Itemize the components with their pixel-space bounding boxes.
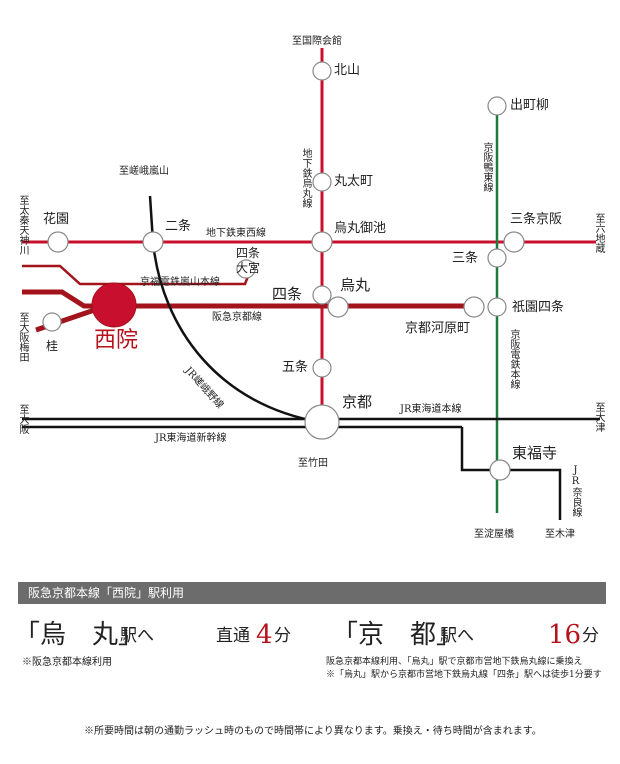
direction-osaka-umeda-label: 至大阪梅田: [17, 312, 28, 362]
line-karasuma-label: 地下鉄烏丸線: [300, 148, 311, 208]
dest1-station: 「烏 丸」: [14, 620, 145, 650]
station-marutamachi-label: 丸太町: [334, 174, 374, 189]
station-nijo-label: 二条: [165, 219, 192, 234]
station-marutamachi-marker[interactable]: [312, 172, 332, 192]
hankyu-line: [22, 289, 474, 309]
dest2-suffix: 駅へ: [440, 626, 474, 646]
route-map: [22, 48, 600, 520]
line-randen-label: 京福電鉄嵐山本線: [140, 277, 220, 288]
station-katsura-marker[interactable]: [42, 312, 62, 332]
station-shijo-omiya-marker[interactable]: [236, 259, 256, 279]
station-gojo-label: 五条: [282, 360, 309, 375]
direction-otsu-label: 至大津: [593, 402, 604, 432]
line-tokaido-main-label: JR東海道本線: [400, 404, 462, 415]
dest1-suffix: 駅へ: [120, 626, 154, 646]
line-keihan-main-label: 京阪電鉄本線: [508, 329, 519, 389]
direction-kokusai-kaikan-label: 至国際会館: [292, 36, 342, 47]
station-hanazono-marker[interactable]: [47, 231, 69, 253]
footnote: ※所要時間は朝の通勤ラッシュ時のもので時間帯により異なります。乗換え・待ち時間が…: [84, 726, 542, 737]
dest2-minutes: 16: [548, 620, 582, 650]
line-hankyu-label: 阪急京都線: [212, 312, 262, 323]
line-nara-label: JR奈良線: [570, 465, 581, 517]
station-katsura-label: 桂: [46, 339, 59, 353]
station-shijo-omiya-label: 四条 大宮: [236, 246, 261, 275]
station-hanazono-label: 花園: [43, 212, 70, 227]
direction-saga-arashiyama-label: 至嵯峨嵐山: [119, 166, 169, 177]
randen-line: [22, 264, 254, 286]
station-sanjo-keihan-label: 三条京阪: [510, 212, 563, 227]
station-tofukuji-label: 東福寺: [512, 444, 558, 462]
dest2-station: 「京 都」: [332, 620, 463, 650]
dest2-unit: 分: [582, 626, 599, 646]
station-karasuma-oike-label: 烏丸御池: [334, 221, 387, 236]
station-kawaramachi-marker[interactable]: [463, 296, 485, 318]
jr-nara-line: [460, 427, 562, 520]
station-tofukuji-marker[interactable]: [489, 459, 511, 481]
direction-takeda-label: 至竹田: [298, 458, 328, 469]
station-karasuma-oike-marker[interactable]: [311, 231, 333, 253]
station-demachiyanagi-marker[interactable]: [487, 96, 507, 116]
direction-kizu-label: 至木津: [545, 529, 575, 540]
direction-yodoyabashi-label: 至淀屋橋: [474, 529, 514, 540]
station-kyoto-label: 京都: [342, 393, 373, 411]
dest2-note-2: ※「烏丸」駅から京都市営地下鉄烏丸線「四条」駅へは徒歩1分要す: [326, 670, 602, 680]
station-sanjo-marker[interactable]: [487, 248, 507, 268]
dest1-minutes: 4: [256, 620, 273, 650]
station-karasuma-marker[interactable]: [327, 296, 349, 318]
station-kitayama-marker[interactable]: [312, 61, 332, 81]
station-shijo-label: 四条: [272, 285, 303, 303]
station-saiin-label: 西院: [94, 328, 139, 353]
station-sanjo-label: 三条: [452, 251, 479, 266]
line-tozai-label: 地下鉄東西線: [206, 228, 266, 239]
station-kitayama-label: 北山: [334, 63, 361, 78]
station-saiin-marker[interactable]: [91, 282, 137, 328]
station-gojo-marker[interactable]: [312, 358, 332, 378]
direction-osaka-label: 至大阪: [17, 404, 28, 434]
line-shinkansen-label: JR東海道新幹線: [155, 433, 227, 444]
line-keihan-oto-label: 京阪鴨東線: [481, 142, 492, 192]
station-nijo-marker[interactable]: [142, 231, 164, 253]
station-sanjo-keihan-marker[interactable]: [503, 231, 525, 253]
station-gion-shijo-marker[interactable]: [487, 297, 507, 317]
jr-sagano-line: [148, 195, 321, 424]
dest2-note-1: 阪急京都本線利用、「烏丸」駅で京都市営地下鉄烏丸線に乗換え: [326, 657, 583, 667]
station-demachiyanagi-label: 出町柳: [510, 98, 550, 113]
dest1-type: 直通: [216, 626, 250, 646]
access-info-header: 阪急京都本線「西院」駅利用: [18, 582, 606, 604]
direction-rokujizo-label: 至六地蔵: [593, 213, 604, 253]
direction-uzumasa-label: 至太秦天神川: [17, 195, 28, 255]
station-kyoto-marker[interactable]: [304, 404, 340, 440]
station-gion-shijo-label: 祇園四条: [512, 300, 565, 315]
dest1-note: ※阪急京都本線利用: [22, 657, 112, 668]
station-karasuma-label: 烏丸: [340, 276, 371, 294]
station-shijo-marker[interactable]: [312, 285, 332, 305]
dest1-unit: 分: [274, 626, 291, 646]
station-kawaramachi-label: 京都河原町: [405, 321, 471, 336]
